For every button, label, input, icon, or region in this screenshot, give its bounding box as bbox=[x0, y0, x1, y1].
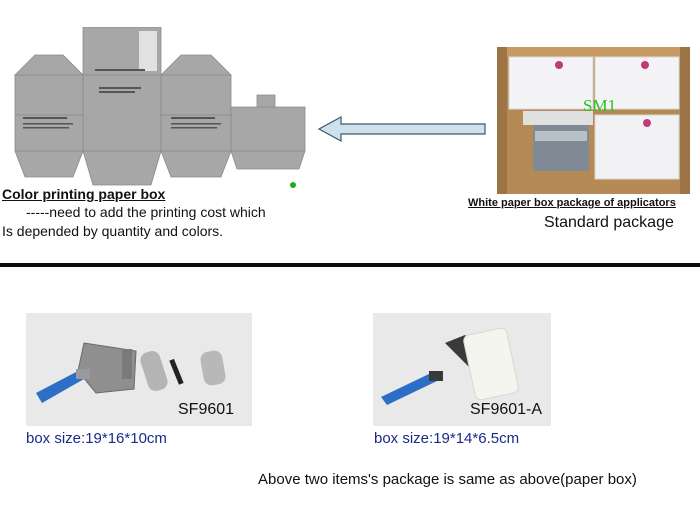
product-code-sf9601-a: SF9601-A bbox=[470, 401, 543, 418]
color-box-title: Color printing paper box bbox=[2, 186, 166, 202]
section-divider bbox=[0, 263, 700, 267]
product-photo-sf9601 bbox=[26, 313, 252, 426]
color-box-note-line-1: -----need to add the printing cost which bbox=[26, 204, 266, 220]
box-size-sf9601-a: box size:19*14*6.5cm bbox=[374, 430, 520, 447]
photo-watermark: SM1 bbox=[583, 96, 616, 115]
white-box-carton-photo: SM1 bbox=[497, 47, 690, 194]
white-box-title: White paper box package of applicators bbox=[468, 197, 676, 209]
standard-package-label: Standard package bbox=[544, 214, 674, 231]
box-size-sf9601: box size:19*16*10cm bbox=[26, 430, 167, 447]
product-photo-sf9601-a bbox=[373, 313, 551, 426]
product-code-sf9601: SF9601 bbox=[178, 401, 235, 418]
footer-note: Above two items's package is same as abo… bbox=[258, 471, 637, 488]
color-box-note-line-2: Is depended by quantity and colors. bbox=[2, 223, 224, 239]
left-arrow-icon bbox=[317, 116, 487, 142]
box-dieline-image bbox=[13, 27, 315, 190]
